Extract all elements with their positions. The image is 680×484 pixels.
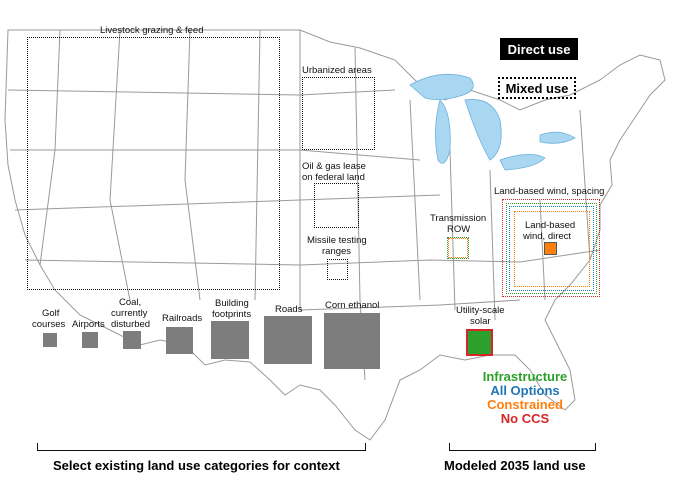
livestock-label: Livestock grazing & feed [100,25,204,36]
airports-square [82,332,98,348]
transmission-label-line2: ROW [447,224,471,235]
airports-label: Airports [72,319,105,330]
building-label-line2: footprints [212,309,252,320]
missile-label-line2: ranges [322,246,352,257]
transmission-label-line1: Transmission [430,213,487,224]
wind-spacing-box-constrained [514,211,590,287]
legend-direct-use: Direct use [500,38,578,60]
wind-direct-label-line2: wind, direct [523,231,572,242]
scenario-no-ccs: No CCS [500,411,550,426]
wind-spacing-label: Land-based wind, spacing [494,186,605,197]
coal-label-line2: currently [111,308,148,319]
scenario-constrained: Constrained [487,397,563,412]
building-square [211,321,249,359]
transmission-box-constrained [448,238,468,258]
wind-spacing-box-all-options [509,206,594,291]
scenario-infrastructure: Infrastructure [482,369,568,384]
oil-gas-box [314,183,359,228]
left-bracket [37,443,366,451]
oil-gas-label-line2: on federal land [302,172,365,183]
wind-spacing-box-infrastructure [506,203,597,294]
scenario-all-options: All Options [490,383,560,398]
coal-label-line3: disturbed [111,319,151,330]
railroads-square [166,327,193,354]
livestock-box [27,37,280,290]
corn-square [324,313,380,369]
golf-label-line1: Golf [42,308,60,319]
coal-square [123,331,141,349]
great-lakes [409,73,576,171]
golf-label-line2: courses [32,319,66,330]
wind-direct-square [544,242,557,255]
roads-square [264,316,312,364]
building-label-line1: Building [215,298,249,309]
wind-spacing-box-no-ccs [502,199,600,297]
railroads-label: Railroads [162,313,203,324]
left-caption: Select existing land use categories for … [53,458,340,473]
wind-direct-label-line1: Land-based [525,220,576,231]
right-bracket [449,443,596,451]
missile-box [327,259,348,280]
solar-label-line1: Utility-scale [456,305,505,316]
solar-label-line2: solar [470,316,491,327]
transmission-box-infrastructure [447,237,469,259]
golf-square [43,333,57,347]
urbanized-label: Urbanized areas [302,65,372,76]
roads-label: Roads [275,304,303,315]
legend-mixed-use: Mixed use [498,77,576,99]
oil-gas-label-line1: Oil & gas lease [302,161,366,172]
missile-label-line1: Missile testing [307,235,367,246]
urbanized-box [302,77,375,150]
solar-square [466,329,493,356]
right-caption: Modeled 2035 land use [444,458,586,473]
coal-label-line1: Coal, [119,297,142,308]
corn-label: Corn ethanol [325,300,380,311]
